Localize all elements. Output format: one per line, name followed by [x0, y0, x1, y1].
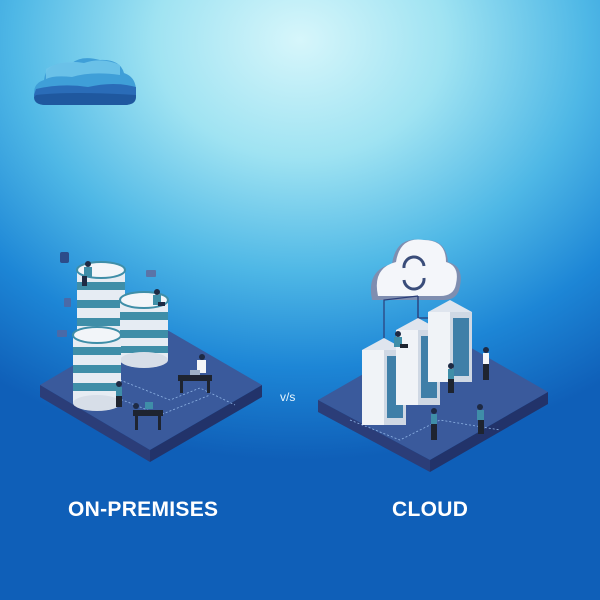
people-at-small-desk: [133, 402, 163, 430]
wifi-icon: [60, 252, 69, 263]
cloud-logo-icon: [34, 58, 136, 105]
chat-icon: [57, 330, 67, 337]
cloud-platform: [318, 239, 548, 472]
cloud-scene: [318, 239, 548, 472]
person-standing: [116, 381, 122, 407]
sync-icon: [402, 255, 426, 291]
cloud-label: CLOUD: [392, 498, 469, 521]
person-on-server: [394, 331, 408, 348]
versus-text: v/s: [280, 390, 296, 404]
person-standing-right: [483, 347, 489, 380]
sync-cloud: [370, 239, 461, 300]
document-icon: [64, 298, 71, 307]
person-at-desk: [178, 354, 212, 393]
database-stack-3: [72, 326, 122, 411]
message-icon: [146, 270, 156, 277]
on-premises-scene: [0, 0, 300, 480]
person-with-laptop-right-stack: [153, 289, 165, 306]
person-with-tablet: [431, 408, 437, 440]
on-premises-label: ON-PREMISES: [68, 498, 219, 521]
server-rack-3: [428, 300, 472, 382]
on-premises-platform: [40, 252, 262, 462]
server-rack-2: [396, 318, 440, 405]
person-sitting-on-stack: [82, 261, 92, 286]
person-with-laptop: [477, 404, 484, 434]
person-standing-center: [448, 363, 454, 393]
